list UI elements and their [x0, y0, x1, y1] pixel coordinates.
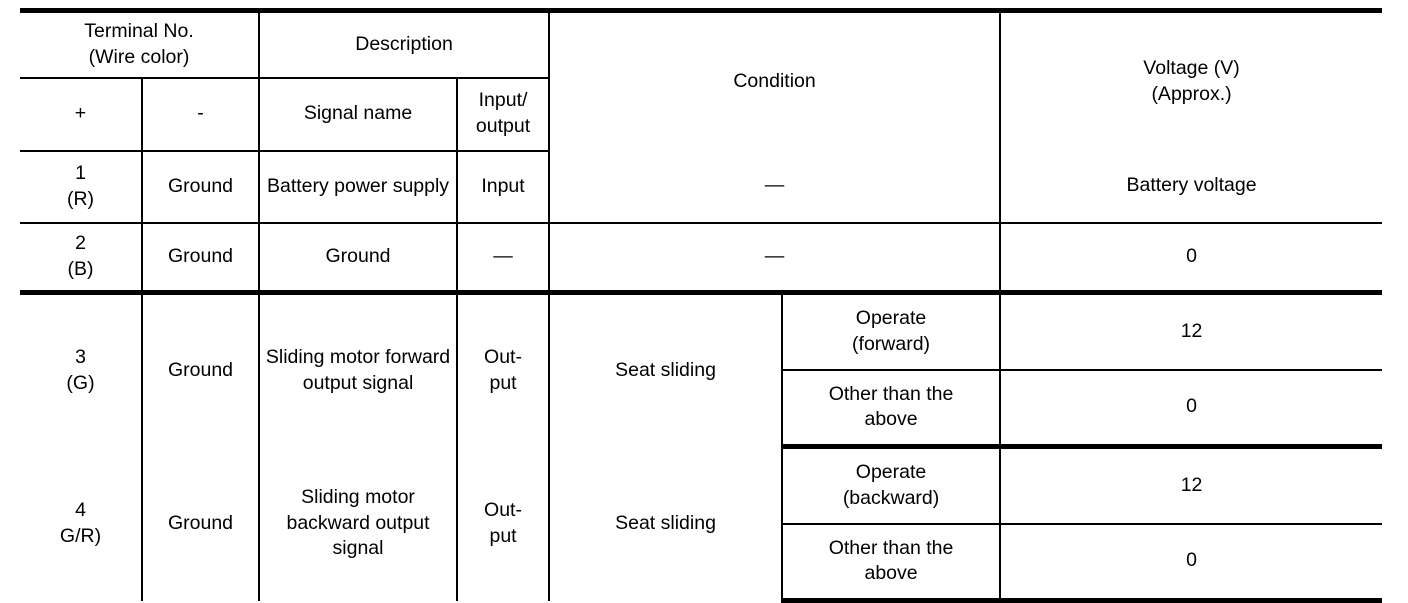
- table-row: 3 (G) Ground Sliding motor forward outpu…: [20, 292, 1383, 447]
- cell-condition-detail: Operate (forward): [781, 292, 1002, 371]
- cell-ground: Ground: [140, 446, 261, 601]
- table-header: Terminal No. (Wire color) Description Co…: [20, 8, 1383, 152]
- cell-condition-group: Seat sliding: [548, 292, 784, 447]
- header-row-sub: + - Signal name Input/ output: [20, 76, 1382, 152]
- header-input-output: Input/ output: [456, 76, 550, 152]
- cell-voltage: 0: [999, 222, 1383, 295]
- header-condition: Condition: [548, 8, 1002, 151]
- header-minus: -: [140, 76, 261, 152]
- header-terminal-no: Terminal No. (Wire color): [20, 8, 261, 78]
- header-signal-name: Signal name: [258, 76, 459, 152]
- cell-voltage: 12: [999, 292, 1383, 371]
- cell-input-output: Input: [456, 150, 551, 224]
- cell-terminal-number: 4 G/R): [20, 446, 143, 601]
- cell-terminal-number: 3 (G): [20, 292, 143, 447]
- cell-ground: Ground: [140, 222, 261, 295]
- header-voltage: Voltage (V) (Approx.): [999, 8, 1383, 151]
- cell-condition-detail: Other than the above: [782, 523, 1002, 603]
- cell-condition: —: [548, 150, 1002, 224]
- header-row-top: Terminal No. (Wire color) Description Co…: [20, 8, 1383, 151]
- table-row: 2 (B) Ground Ground — — 0: [20, 222, 1383, 295]
- table-row: Other than the above 0: [20, 523, 1383, 603]
- cell-signal-name: Sliding motor forward output signal: [258, 292, 459, 447]
- table-body: 1 (R) Ground Battery power supply Input …: [20, 150, 1383, 603]
- cell-input-output: Out- put: [456, 446, 551, 601]
- terminal-voltage-table: Terminal No. (Wire color) Description Co…: [20, 8, 1383, 603]
- cell-signal-name: Battery power supply: [258, 150, 459, 224]
- table-row: 4 G/R) Ground Sliding motor backward out…: [20, 446, 1383, 601]
- cell-condition-detail: Other than the above: [782, 369, 1002, 449]
- cell-condition-detail: Operate (backward): [781, 446, 1002, 525]
- cell-voltage: 12: [999, 446, 1383, 525]
- cell-signal-name: Sliding motor backward output signal: [258, 446, 459, 601]
- cell-ground: Ground: [140, 292, 261, 447]
- cell-voltage: 0: [999, 523, 1383, 603]
- header-description: Description: [258, 8, 551, 78]
- cell-condition: —: [548, 222, 1002, 295]
- cell-voltage: Battery voltage: [999, 150, 1383, 224]
- cell-terminal-number: 2 (B): [20, 222, 143, 295]
- cell-signal-name: Ground: [258, 222, 459, 295]
- cell-input-output: —: [456, 222, 551, 295]
- table-row: Other than the above 0: [20, 369, 1383, 449]
- cell-terminal-number: 1 (R): [20, 150, 143, 224]
- header-plus: +: [20, 76, 143, 152]
- table-row: 1 (R) Ground Battery power supply Input …: [20, 150, 1383, 224]
- cell-ground: Ground: [140, 150, 261, 224]
- cell-condition-group: Seat sliding: [548, 446, 784, 601]
- cell-voltage: 0: [999, 369, 1383, 449]
- cell-input-output: Out- put: [456, 292, 551, 447]
